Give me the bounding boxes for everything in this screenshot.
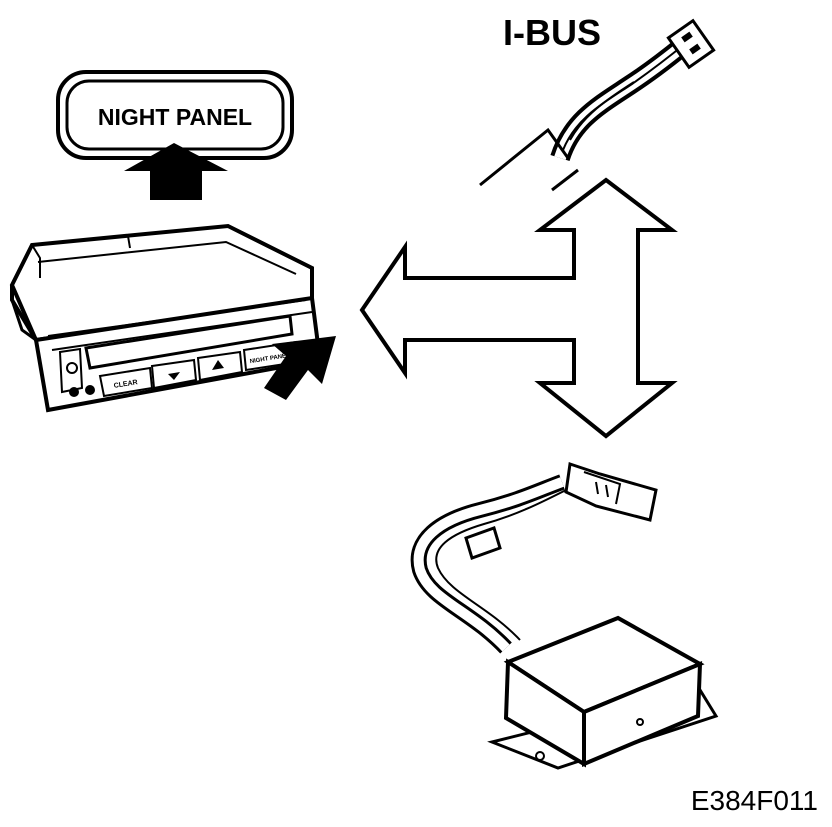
figure-code: E384F011 (691, 785, 818, 816)
night-panel-badge: NIGHT PANEL (56, 70, 294, 160)
clear-button-label: CLEAR (113, 379, 138, 390)
ibus-label: I-BUS (503, 12, 601, 53)
night-panel-label: NIGHT PANEL (98, 104, 252, 130)
bus-double-arrow (359, 177, 678, 439)
ibus-cable (479, 18, 716, 192)
up-arrow-icon (124, 143, 228, 200)
button-pointer-arrow-icon (264, 336, 336, 400)
control-module (410, 462, 719, 770)
